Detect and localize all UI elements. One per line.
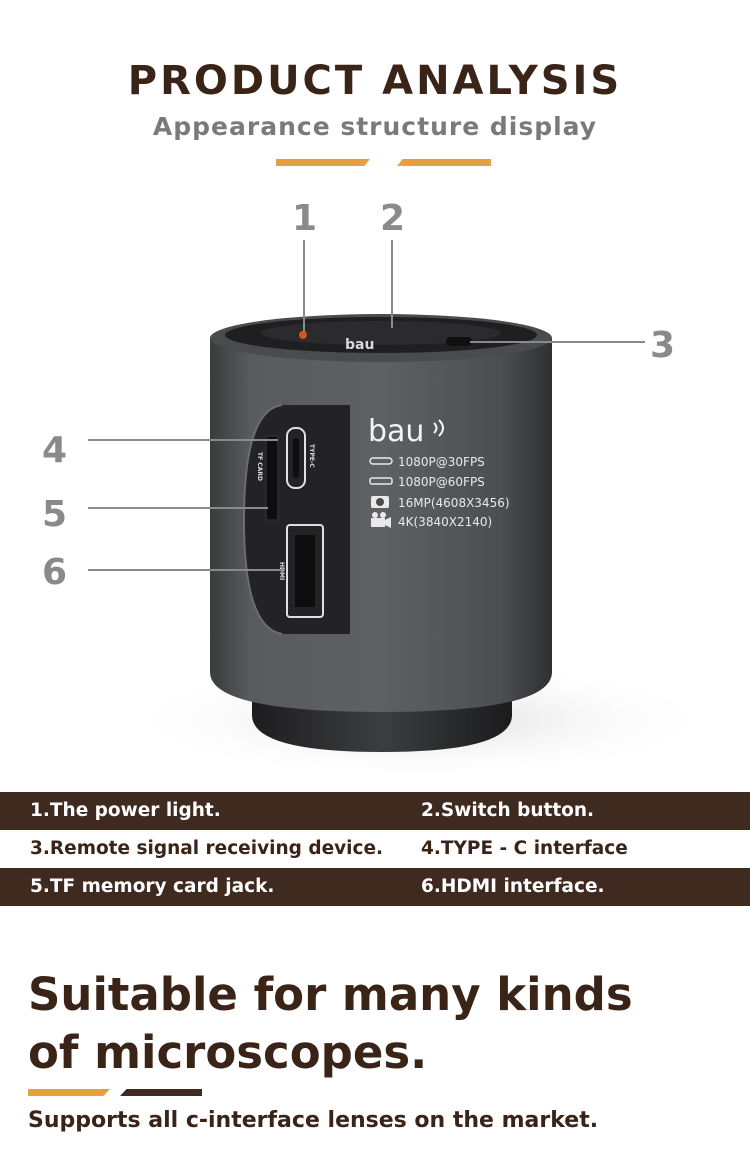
headline-line-2: of microscopes. xyxy=(28,1026,428,1079)
spec-item: 1080P@60FPS xyxy=(398,475,485,489)
power-light xyxy=(299,331,307,339)
feature-remote-receiver: 3.Remote signal receiving device. xyxy=(30,838,384,859)
svg-text:bau: bau xyxy=(345,337,374,353)
feature-row: 1.The power light. 2.Switch button. xyxy=(0,792,750,830)
callout-line-5 xyxy=(88,507,268,509)
type-c-port-label: TYPE-C xyxy=(308,444,315,468)
spec-item: 4K(3840X2140) xyxy=(398,515,492,529)
callout-6: 6 xyxy=(42,552,68,593)
hdmi-port-label: HDMI xyxy=(278,562,285,580)
camera-product-image: bau TF CARD TYPE-C HDMI bau 1080P@30FPS … xyxy=(120,314,720,780)
hdmi-port xyxy=(286,524,324,618)
feature-row: 5.TF memory card jack. 6.HDMI interface. xyxy=(0,868,750,906)
feature-tf-card: 5.TF memory card jack. xyxy=(30,876,275,897)
callout-1: 1 xyxy=(292,198,318,239)
usb-port-icon xyxy=(369,477,393,485)
switch-button xyxy=(446,337,472,346)
tf-card-port-label: TF CARD xyxy=(256,452,263,481)
callout-line-6 xyxy=(88,569,283,571)
feature-type-c: 4.TYPE - C interface xyxy=(421,838,628,859)
page-title: PRODUCT ANALYSIS xyxy=(127,58,623,104)
spec-item: 16MP(4608X3456) xyxy=(398,496,510,510)
callout-line-3 xyxy=(470,341,645,343)
feature-power-light: 1.The power light. xyxy=(30,800,221,821)
brand-logo: bau xyxy=(368,414,424,449)
callout-4: 4 xyxy=(42,430,68,471)
callout-line-2 xyxy=(391,240,393,328)
feature-switch-button: 2.Switch button. xyxy=(421,800,595,821)
accent-bar-left xyxy=(276,159,370,166)
spec-item: 1080P@30FPS xyxy=(398,455,485,469)
headline-line-1: Suitable for many kinds xyxy=(28,968,633,1021)
type-c-port xyxy=(286,427,306,489)
callout-5: 5 xyxy=(42,494,68,535)
headline-bar-brown xyxy=(120,1089,202,1096)
page-subtitle: Appearance structure display xyxy=(152,112,598,141)
callout-3: 3 xyxy=(650,325,676,366)
accent-bar-right xyxy=(397,159,491,166)
hdmi-port-icon xyxy=(369,457,393,465)
tf-card-slot xyxy=(265,435,279,521)
feature-row: 3.Remote signal receiving device. 4.TYPE… xyxy=(0,830,750,868)
spec-list: 1080P@30FPS 1080P@60FPS 16MP(4608X3456) … xyxy=(369,455,510,529)
feature-hdmi: 6.HDMI interface. xyxy=(421,876,605,897)
callout-line-4 xyxy=(88,439,278,441)
video-camera-icon xyxy=(371,512,391,528)
camera-icon xyxy=(371,496,389,508)
tagline: Supports all c-interface lenses on the m… xyxy=(28,1108,599,1133)
headline-bar-orange xyxy=(28,1089,110,1096)
callout-line-1 xyxy=(303,240,305,332)
callout-2: 2 xyxy=(380,198,406,239)
